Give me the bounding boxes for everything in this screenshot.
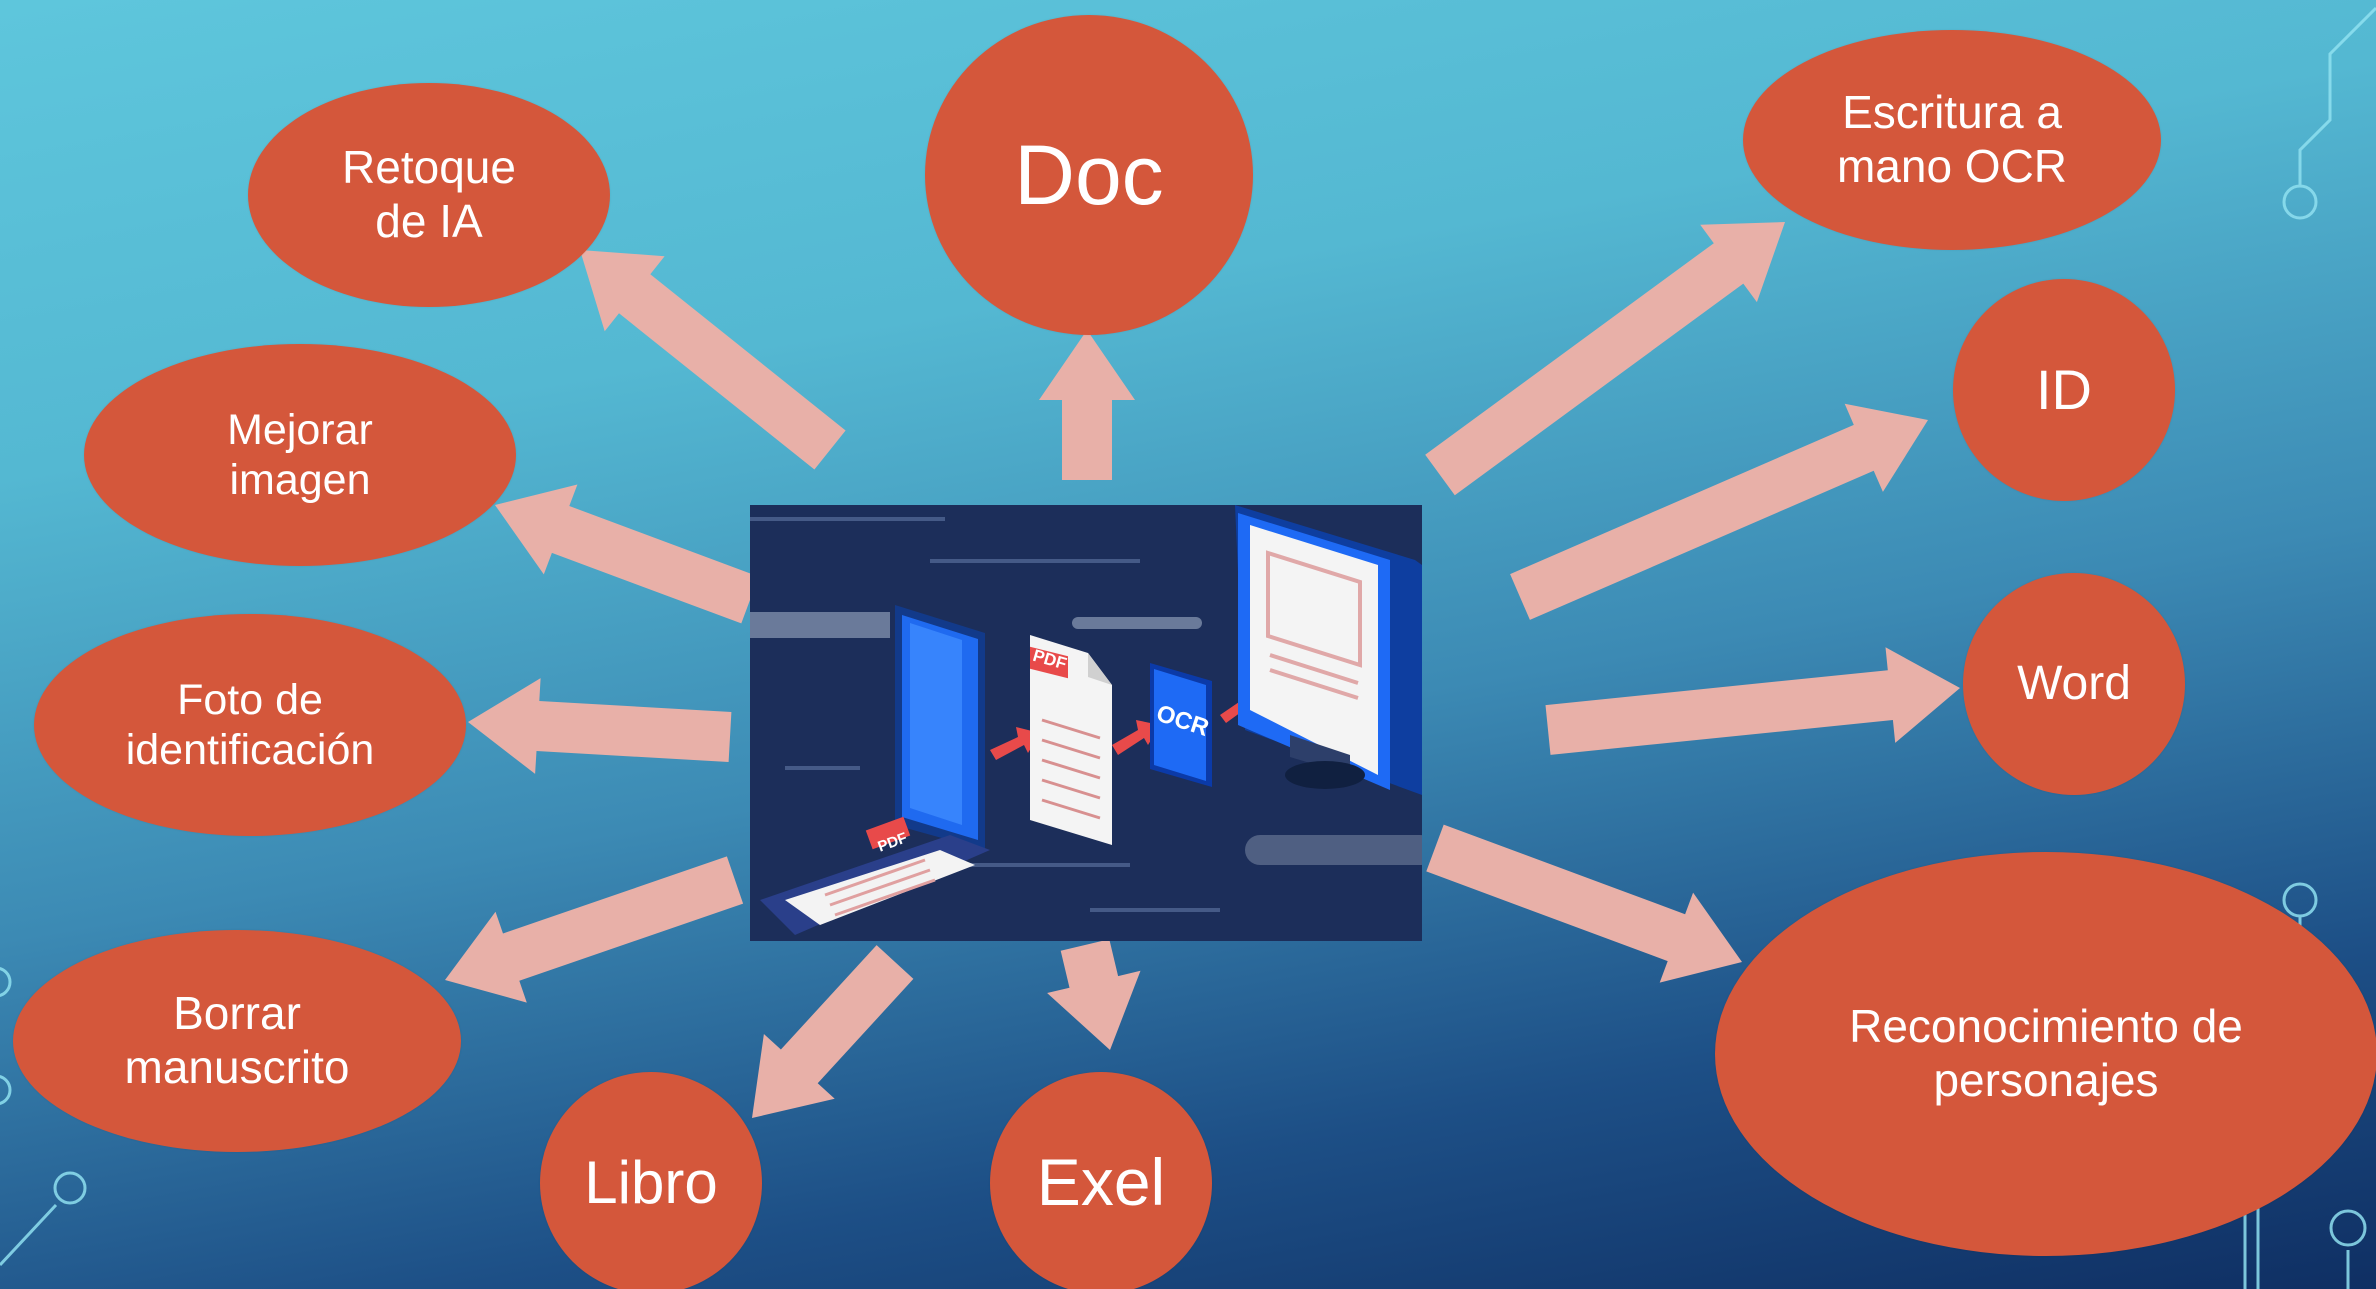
center-illustration: PDF PDF bbox=[750, 505, 1422, 941]
arrow-to-retoque bbox=[580, 250, 846, 470]
node-id-label: ID bbox=[2036, 358, 2092, 422]
node-retoque-label: Retoque de IA bbox=[342, 141, 516, 247]
arrow-to-mejorar bbox=[495, 484, 759, 624]
scanner-icon: PDF bbox=[760, 605, 990, 935]
arrow-to-word bbox=[1545, 647, 1960, 755]
node-exel: Exel bbox=[990, 1072, 1212, 1289]
node-foto: Foto de identificación bbox=[34, 614, 466, 836]
arrow-to-doc bbox=[1039, 330, 1135, 480]
monitor-icon bbox=[1235, 505, 1422, 795]
node-mejorar-label: Mejorar imagen bbox=[227, 405, 373, 504]
node-mejorar: Mejorar imagen bbox=[84, 344, 516, 566]
arrow-to-reconocimiento bbox=[1426, 824, 1742, 983]
node-id: ID bbox=[1953, 279, 2175, 501]
node-doc-label: Doc bbox=[1014, 127, 1164, 222]
node-borrar-label: Borrar manuscrito bbox=[124, 987, 350, 1093]
node-escritura: Escritura a mano OCR bbox=[1743, 30, 2161, 250]
node-borrar: Borrar manuscrito bbox=[13, 930, 461, 1152]
node-reconocimiento: Reconocimiento de personajes bbox=[1715, 852, 2376, 1256]
node-foto-label: Foto de identificación bbox=[125, 675, 375, 774]
node-escritura-label: Escritura a mano OCR bbox=[1836, 86, 2068, 192]
arrow-to-libro bbox=[752, 945, 914, 1118]
node-doc: Doc bbox=[925, 15, 1253, 335]
arrow-to-borrar bbox=[445, 856, 744, 1003]
node-word-label: Word bbox=[2017, 656, 2131, 710]
ocr-chip-icon: OCR bbox=[1150, 663, 1212, 787]
node-reconocimiento-label: Reconocimiento de personajes bbox=[1849, 1000, 2243, 1106]
node-exel-label: Exel bbox=[1036, 1145, 1166, 1220]
arrow-to-exel bbox=[1047, 939, 1141, 1050]
arrow-to-id bbox=[1510, 403, 1928, 620]
pdf-document-icon: PDF bbox=[1030, 635, 1112, 845]
node-libro: Libro bbox=[540, 1072, 762, 1289]
node-retoque: Retoque de IA bbox=[248, 83, 610, 307]
node-libro-label: Libro bbox=[584, 1148, 718, 1216]
arrow-to-foto bbox=[468, 678, 732, 774]
node-word: Word bbox=[1963, 573, 2185, 795]
arrow-to-escritura bbox=[1425, 222, 1785, 496]
